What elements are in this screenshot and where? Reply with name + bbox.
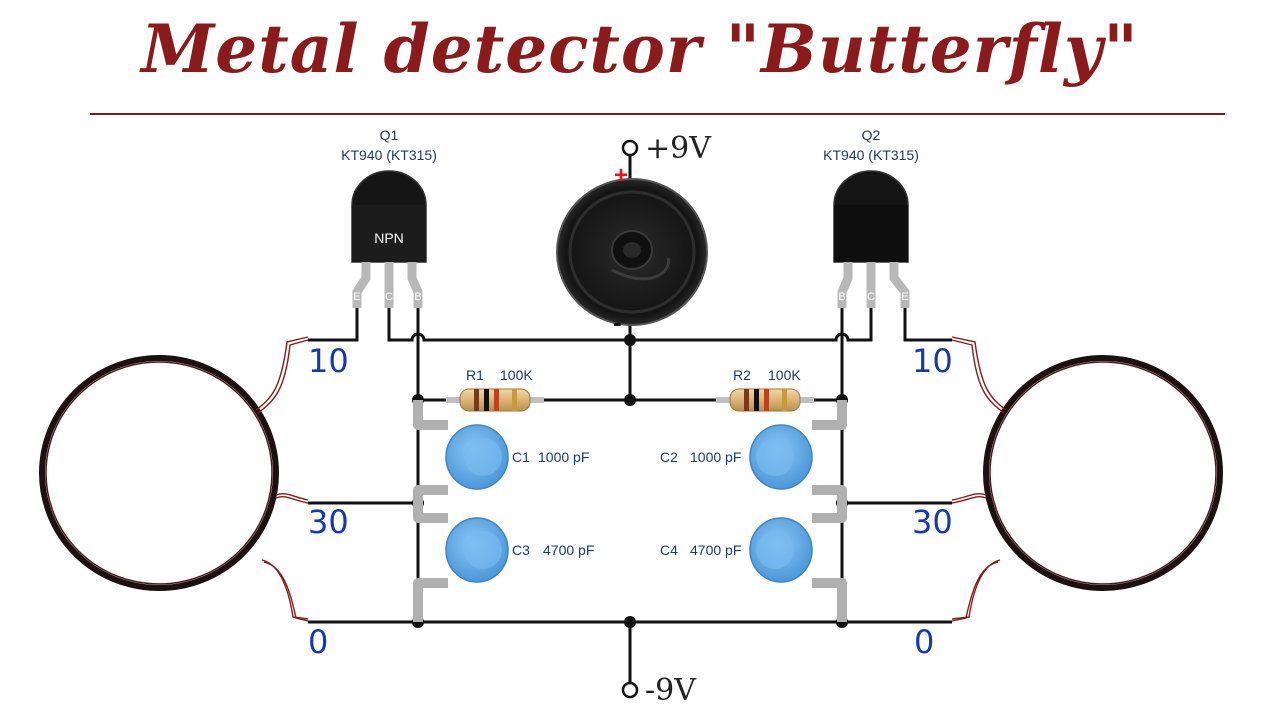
q1-pin-b: B xyxy=(414,291,421,303)
speaker-plus-sign: + xyxy=(614,162,628,189)
capacitor-c1: C1 1000 pF xyxy=(413,400,589,503)
left-coil-leads xyxy=(255,336,309,622)
c1-ref-label: C1 xyxy=(512,449,530,465)
right-tap-0: 0 xyxy=(914,623,934,661)
q2-ref-label: Q2 xyxy=(862,127,881,143)
capacitor-c4: C4 4700 pF xyxy=(660,503,847,622)
supply-negative-terminal: -9V xyxy=(621,673,697,708)
q2-pin-b: B xyxy=(838,291,845,303)
q1-pin-c: C xyxy=(385,291,393,303)
resistor-r2: R2 100K xyxy=(716,367,814,412)
left-tap-10: 10 xyxy=(308,342,349,380)
q1-pin-e: E xyxy=(353,291,360,303)
transistor-q1: Q1 KT940 (KT315) NPN E C B xyxy=(341,127,437,308)
right-tap-30: 30 xyxy=(912,503,953,541)
c4-value-label: 4700 pF xyxy=(690,542,741,558)
supply-positive-terminal: +9V xyxy=(621,131,712,166)
c4-ref-label: C4 xyxy=(660,542,678,558)
right-coil-leads xyxy=(951,336,1007,622)
q1-type-label: NPN xyxy=(374,230,404,246)
diagram-title: Metal detector "Butterfly" xyxy=(141,10,1139,88)
left-tap-0: 0 xyxy=(308,623,328,661)
r1-ref-label: R1 xyxy=(466,367,484,383)
resistor-r1: R1 100K xyxy=(446,367,544,412)
capacitor-c2: C2 1000 pF xyxy=(660,400,847,503)
right-tap-10: 10 xyxy=(912,342,953,380)
q2-pin-c: C xyxy=(867,291,875,303)
right-coil-taps: 10 30 0 xyxy=(912,342,953,661)
transistor-q2: Q2 KT940 (KT315) B C E xyxy=(823,127,919,308)
left-coil-taps: 10 30 0 xyxy=(308,342,349,661)
q2-part-label: KT940 (KT315) xyxy=(823,147,919,163)
q2-pin-e: E xyxy=(901,291,908,303)
r1-value-label: 100K xyxy=(500,367,533,383)
c2-value-label: 1000 pF xyxy=(690,449,741,465)
r2-value-label: 100K xyxy=(768,367,801,383)
supply-positive-label: +9V xyxy=(645,131,712,166)
capacitor-c3: C3 4700 pF xyxy=(413,503,594,622)
c1-value-label: 1000 pF xyxy=(538,449,589,465)
left-tap-30: 30 xyxy=(308,503,349,541)
supply-negative-label: -9V xyxy=(645,673,697,708)
r2-ref-label: R2 xyxy=(733,367,751,383)
c3-ref-label: C3 xyxy=(512,542,530,558)
q1-part-label: KT940 (KT315) xyxy=(341,147,437,163)
c3-value-label: 4700 pF xyxy=(543,542,594,558)
title-underline xyxy=(90,113,1225,115)
c2-ref-label: C2 xyxy=(660,449,678,465)
left-search-coil xyxy=(39,355,279,591)
right-search-coil xyxy=(983,355,1223,591)
q1-ref-label: Q1 xyxy=(380,127,399,143)
speaker: + - xyxy=(556,162,708,337)
speaker-minus-sign: - xyxy=(613,307,622,337)
